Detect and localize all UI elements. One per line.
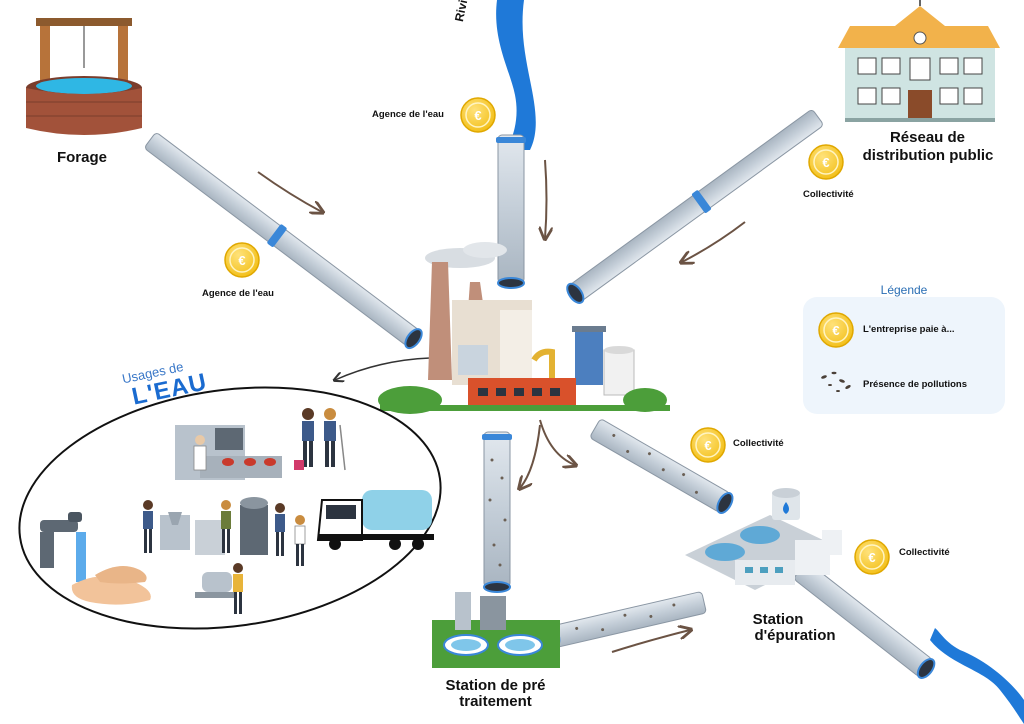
label-agence-forage: Agence de l'eau xyxy=(202,288,274,299)
legend-item-payment: L'entreprise paie à... xyxy=(863,324,955,335)
label-forage: Forage xyxy=(56,149,107,166)
well-icon xyxy=(26,18,142,135)
car-repair-illustration xyxy=(195,563,243,614)
label-station-epuration-line1: Station xyxy=(752,611,804,628)
label-station-pre-line2: traitement xyxy=(459,693,532,710)
label-agence-river: Agence de l'eau xyxy=(372,109,444,120)
legend-title: Légende xyxy=(880,283,928,297)
arrow-river xyxy=(545,159,547,238)
arrow-split xyxy=(539,419,575,465)
wastewater-plant-icon xyxy=(685,488,842,590)
svg-text:€: € xyxy=(238,253,245,268)
legend-item-pollution: Présence de pollutions xyxy=(863,379,967,390)
pretreatment-station-icon xyxy=(432,592,560,668)
label-reseau-line2: distribution public xyxy=(862,147,994,164)
cleaning-workers-illustration xyxy=(294,408,346,471)
river-top xyxy=(496,0,536,150)
pipe-factory-to-pretraitement xyxy=(482,431,512,593)
arrow-forage xyxy=(257,171,322,212)
factory-icon xyxy=(378,242,670,414)
label-collectivite-pipe: Collectivité xyxy=(733,438,784,449)
arrow-split-down xyxy=(520,424,541,488)
tanker-truck-icon xyxy=(316,490,434,550)
svg-text:€: € xyxy=(474,108,481,123)
arrow-to-usages xyxy=(335,357,431,380)
coin-forage: € xyxy=(224,242,260,278)
river-bottom xyxy=(930,628,1024,724)
pollution-dots-icon xyxy=(821,371,851,392)
legend-coin-icon: € xyxy=(818,312,854,348)
svg-text:€: € xyxy=(822,155,829,170)
label-collectivite-network: Collectivité xyxy=(803,189,854,200)
kitchen-workers-illustration xyxy=(175,425,282,480)
pipe-river-to-factory xyxy=(496,134,526,289)
label-station-pre-line1: Station de pré xyxy=(445,677,546,694)
tap-handwashing-icon xyxy=(40,512,151,605)
public-building-icon xyxy=(838,0,1000,122)
coin-epuration-pipe: € xyxy=(690,427,726,463)
production-line-illustration xyxy=(143,500,225,555)
coin-river-discharge: € xyxy=(854,539,890,575)
pipe-epuration-to-river xyxy=(794,562,936,679)
svg-text:€: € xyxy=(868,550,875,565)
coin-network: € xyxy=(808,144,844,180)
pipe-pretraitement-to-epuration xyxy=(545,591,707,649)
usages-ellipse xyxy=(18,386,442,630)
pipe-forage-to-factory xyxy=(145,133,423,350)
arrow-pretraitement xyxy=(611,630,690,653)
svg-text:€: € xyxy=(832,323,839,338)
arrow-network xyxy=(682,221,746,262)
legend-panel: Légende € L'entreprise paie à... Présenc… xyxy=(803,283,1005,414)
label-reseau-line1: Réseau de xyxy=(889,129,966,146)
coin-river: € xyxy=(460,97,496,133)
label-station-epuration-line2: d'épuration xyxy=(754,627,836,644)
grinder-workers-illustration xyxy=(221,497,306,566)
pipe-factory-to-epuration xyxy=(590,419,734,514)
svg-text:€: € xyxy=(704,438,711,453)
pipe-network-to-factory xyxy=(566,109,823,304)
label-collectivite-discharge: Collectivité xyxy=(899,547,950,558)
